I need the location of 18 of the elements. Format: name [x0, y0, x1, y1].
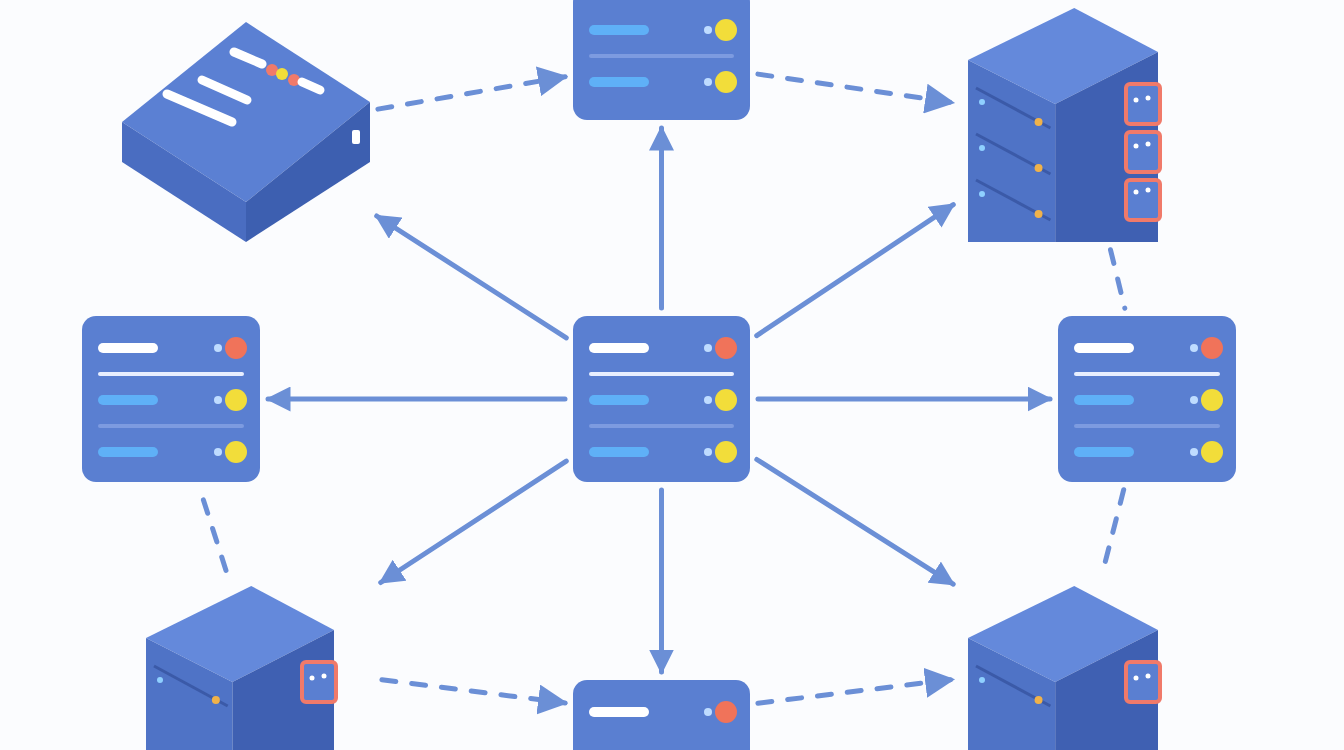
- dashed-arrow: [755, 667, 956, 706]
- arrow: [378, 458, 569, 585]
- arrow: [265, 386, 568, 412]
- arrow: [649, 487, 674, 675]
- server-rack-drawing: [82, 316, 260, 482]
- dashed-arrow: [379, 677, 569, 715]
- server-rack-drawing: [573, 316, 750, 482]
- dashed-arrow: [375, 66, 569, 112]
- arrow: [374, 213, 569, 341]
- arrow: [754, 202, 956, 339]
- dashed-arrow: [755, 71, 956, 114]
- arrow: [755, 386, 1053, 412]
- server-unit-drawing: [122, 22, 370, 242]
- arrow: [754, 457, 956, 587]
- server-rack-drawing: [573, 680, 750, 750]
- server-rack-drawing: [1058, 316, 1236, 482]
- arrow: [649, 125, 674, 311]
- server-rack-drawing: [573, 0, 750, 120]
